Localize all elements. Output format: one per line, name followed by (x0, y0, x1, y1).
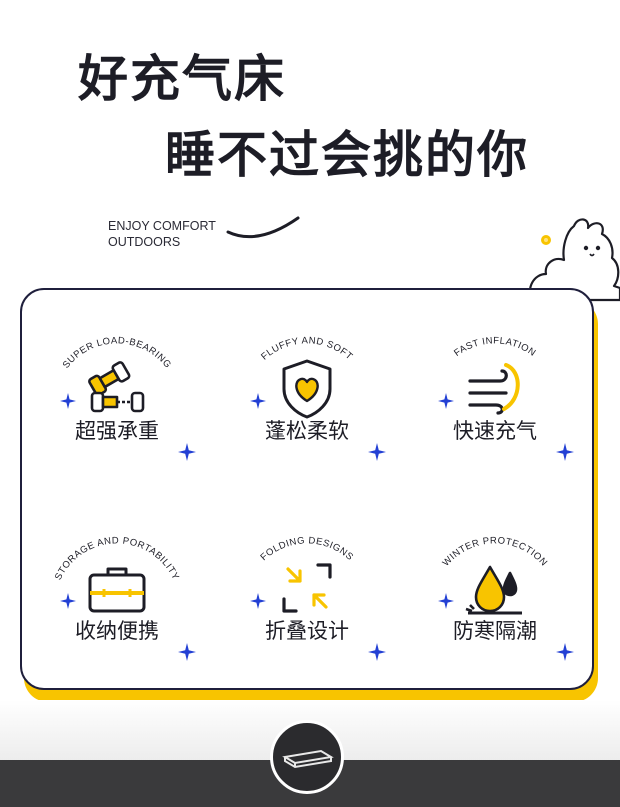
briefcase-icon (88, 567, 146, 613)
feature-arc-text: FLUFFY AND SOFT (259, 335, 354, 362)
bunny-mascot-icon (528, 218, 620, 302)
feature-arc-text: FAST INFLATION (452, 335, 537, 359)
feature-tile: FOLDING DESIGNS 折叠设计 (212, 515, 402, 680)
feature-arc-text: FOLDING DESIGNS (259, 535, 355, 563)
sparkle-icon (556, 643, 574, 661)
mattress-badge (270, 720, 344, 794)
feature-tile: WINTER PROTECTION 防寒隔潮 (400, 515, 590, 680)
sparkle-icon (60, 593, 76, 609)
headline-line-1: 好充气床 (78, 50, 286, 108)
water-drops-icon (465, 565, 522, 615)
mattress-icon (282, 749, 334, 769)
feature-label: 快速充气 (453, 419, 537, 443)
sparkle-icon (178, 643, 196, 661)
sparkle-icon (250, 593, 266, 609)
feature-tile: SUPER LOAD-BEARING 超强承重 (22, 315, 212, 480)
feature-label: 超强承重 (75, 419, 159, 443)
feature-label: 蓬松柔软 (265, 419, 349, 443)
sparkle-icon (438, 593, 454, 609)
feature-arc-text: WINTER PROTECTION (441, 535, 549, 568)
feature-tile: STORAGE AND PORTABILITY 收纳便携 (22, 515, 212, 680)
sparkle-icon (60, 393, 76, 409)
feature-label: 防寒隔潮 (453, 619, 537, 643)
feature-label: 折叠设计 (265, 619, 349, 643)
sparkle-icon (368, 443, 386, 461)
sparkle-icon (250, 393, 266, 409)
features-panel: SUPER LOAD-BEARING 超强承重 FLUFFY AND SOFT (20, 288, 594, 690)
headline-line-2: 睡不过会挑的你 (165, 126, 529, 184)
swoosh-decoration (226, 216, 300, 239)
feature-tile: FLUFFY AND SOFT 蓬松柔软 (212, 315, 402, 480)
tagline: ENJOY COMFORT OUTDOORS (108, 218, 216, 250)
wind-icon (468, 363, 520, 415)
sparkle-icon (556, 443, 574, 461)
feature-tile: FAST INFLATION 快速充气 (400, 315, 590, 480)
tagline-line-2: OUTDOORS (108, 235, 181, 249)
heart-shield-icon (282, 359, 332, 419)
feature-label: 收纳便携 (75, 619, 159, 643)
tagline-line-1: ENJOY COMFORT (108, 219, 216, 233)
dumbbell-icon (88, 361, 145, 413)
fold-arrows-icon (282, 563, 332, 613)
sparkle-icon (438, 393, 454, 409)
sparkle-icon (178, 443, 196, 461)
sparkle-icon (368, 643, 386, 661)
